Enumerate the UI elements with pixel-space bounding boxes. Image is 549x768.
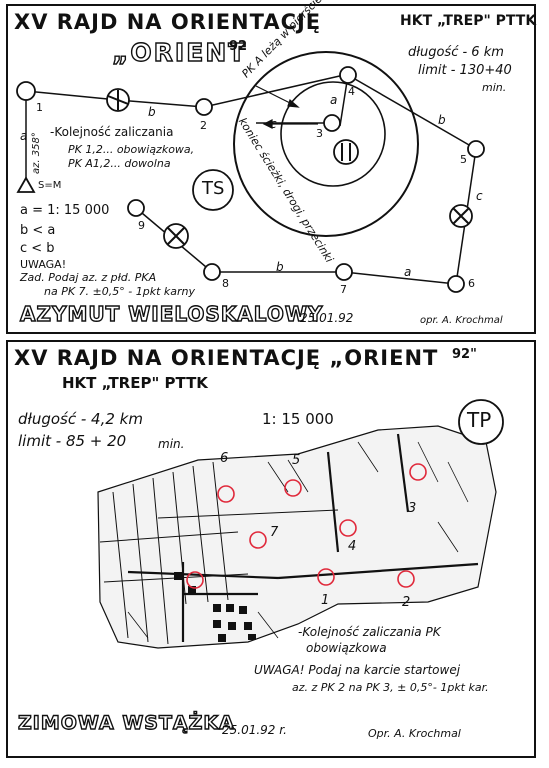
top-length: długość - 6 km	[408, 45, 504, 60]
control-point-2	[195, 98, 213, 116]
course-map	[97, 399, 504, 649]
control-point-a4	[333, 139, 359, 165]
top-footer-title: AZYMUT WIELOSKALOWY	[19, 302, 324, 326]
label-point-4: 4	[348, 85, 355, 98]
rule-line-3: PK A1,2... dowolna	[68, 157, 171, 170]
segment-label-a3: a	[20, 129, 28, 143]
control-point-3	[409, 463, 427, 481]
map-area	[97, 425, 497, 649]
azimuth-course-map	[16, 51, 485, 293]
bottom-footer-date: 25.01.92 r.	[222, 723, 287, 737]
warning-label: UWAGA!	[20, 258, 67, 271]
ts-badge-circle	[192, 169, 234, 211]
rule-line-1: -Kolejność zaliczania PK	[298, 625, 441, 639]
outer-ring	[233, 51, 419, 237]
label-point-5: 5	[460, 153, 467, 166]
control-point-1	[16, 81, 36, 101]
label-point-9: 9	[138, 219, 145, 232]
tp-badge-circle	[458, 399, 504, 445]
label-point-8: 8	[222, 277, 229, 290]
task-line-2: na PK 7. ±0,5° - 1pkt karny	[44, 285, 195, 298]
rule-line-1: -Kolejność zaliczania	[50, 125, 174, 139]
top-title: XV RAJD NA ORIENTACJĘ	[14, 10, 322, 34]
start-triangle	[16, 176, 36, 193]
label-point-7: 7	[270, 525, 279, 540]
top-limit: limit - 130+40	[418, 63, 512, 78]
segment-label-b3: b	[276, 260, 284, 274]
segment-label-c1: c	[270, 117, 277, 131]
map-panel-azymut: XV RAJD NA ORIENTACJĘ „ORIENT 92 HKT „TR…	[6, 0, 537, 334]
label-point-1: 1	[321, 593, 330, 608]
top-footer-date: 25.01.92	[300, 311, 354, 325]
bottom-title-year: 92"	[452, 347, 477, 362]
task-line: az. z PK 2 na PK 3, ± 0,5°- 1pkt kar.	[292, 681, 489, 694]
bottom-author: Opr. A. Krochmal	[368, 727, 461, 740]
label-point-6: 6	[220, 451, 229, 466]
scale-label: a = 1: 15 000	[20, 203, 110, 218]
label-point-7: 7	[340, 283, 347, 296]
top-author: opr. A. Krochmal	[420, 315, 503, 326]
start-label: S=M	[38, 180, 62, 191]
warning-line: UWAGA! Podaj na karcie startowej	[254, 663, 461, 677]
label-point-3: 3	[316, 127, 323, 140]
control-point-9	[127, 199, 145, 217]
inner-ring	[280, 81, 386, 187]
control-point-1	[317, 568, 335, 586]
rule-line-2: obowiązkowa	[306, 641, 387, 655]
relation-2: c < b	[20, 241, 55, 256]
control-point-5	[284, 479, 302, 497]
bottom-limit-unit: min.	[158, 437, 185, 451]
azimuth-label: az. 358°	[31, 132, 42, 174]
label-point-4: 4	[348, 539, 357, 554]
label-point-5: 5	[292, 453, 301, 468]
tp-badge: TP	[467, 408, 492, 432]
bottom-footer-title: ZIMOWA WSTĄŻKA	[17, 712, 235, 734]
rule-line-2: PK 1,2... obowiązkowa,	[68, 143, 195, 156]
control-point-7	[249, 531, 267, 549]
top-limit-unit: min.	[482, 81, 507, 94]
control-point-2	[397, 570, 415, 588]
relation-1: b < a	[20, 223, 56, 238]
bottom-length: długość - 4,2 km	[18, 410, 143, 428]
control-point-8	[203, 263, 221, 281]
bottom-limit: limit - 85 + 20	[18, 432, 127, 450]
map-panel-wstazka: XV RAJD NA ORIENTACJĘ „ORIENT 92" HKT „T…	[6, 340, 536, 758]
control-point-7	[335, 263, 353, 281]
control-point-3	[323, 114, 341, 132]
segment-label-c2: c	[476, 189, 483, 203]
segment-label-a1: a	[330, 93, 338, 107]
segment-label-b2: b	[438, 113, 446, 127]
task-line-1: Zad. Podaj az. z płd. PKA	[20, 271, 157, 284]
label-point-2: 2	[200, 119, 207, 132]
control-point-start	[186, 571, 204, 589]
label-point-2: 2	[402, 595, 411, 610]
bottom-title: XV RAJD NA ORIENTACJĘ „ORIENT	[14, 346, 439, 370]
control-point-6	[217, 485, 235, 503]
top-title-orient: „ORIENT	[111, 38, 248, 67]
top-club: HKT „TREP" PTTK	[400, 13, 537, 29]
label-point-6: 6	[468, 277, 475, 290]
label-point-1: 1	[36, 101, 43, 114]
control-point-4	[339, 66, 357, 84]
control-point-6	[447, 275, 465, 293]
ts-badge: TS	[202, 178, 225, 199]
label-point-3: 3	[408, 501, 417, 516]
bottom-scale: 1: 15 000	[262, 410, 334, 428]
control-point-4	[339, 519, 357, 537]
segment-label-a2: a	[404, 265, 412, 279]
bottom-club: HKT „TREP" PTTK	[62, 374, 208, 392]
top-title-year: 92	[229, 39, 248, 54]
control-point-5	[467, 140, 485, 158]
segment-label-b1: b	[148, 105, 156, 119]
